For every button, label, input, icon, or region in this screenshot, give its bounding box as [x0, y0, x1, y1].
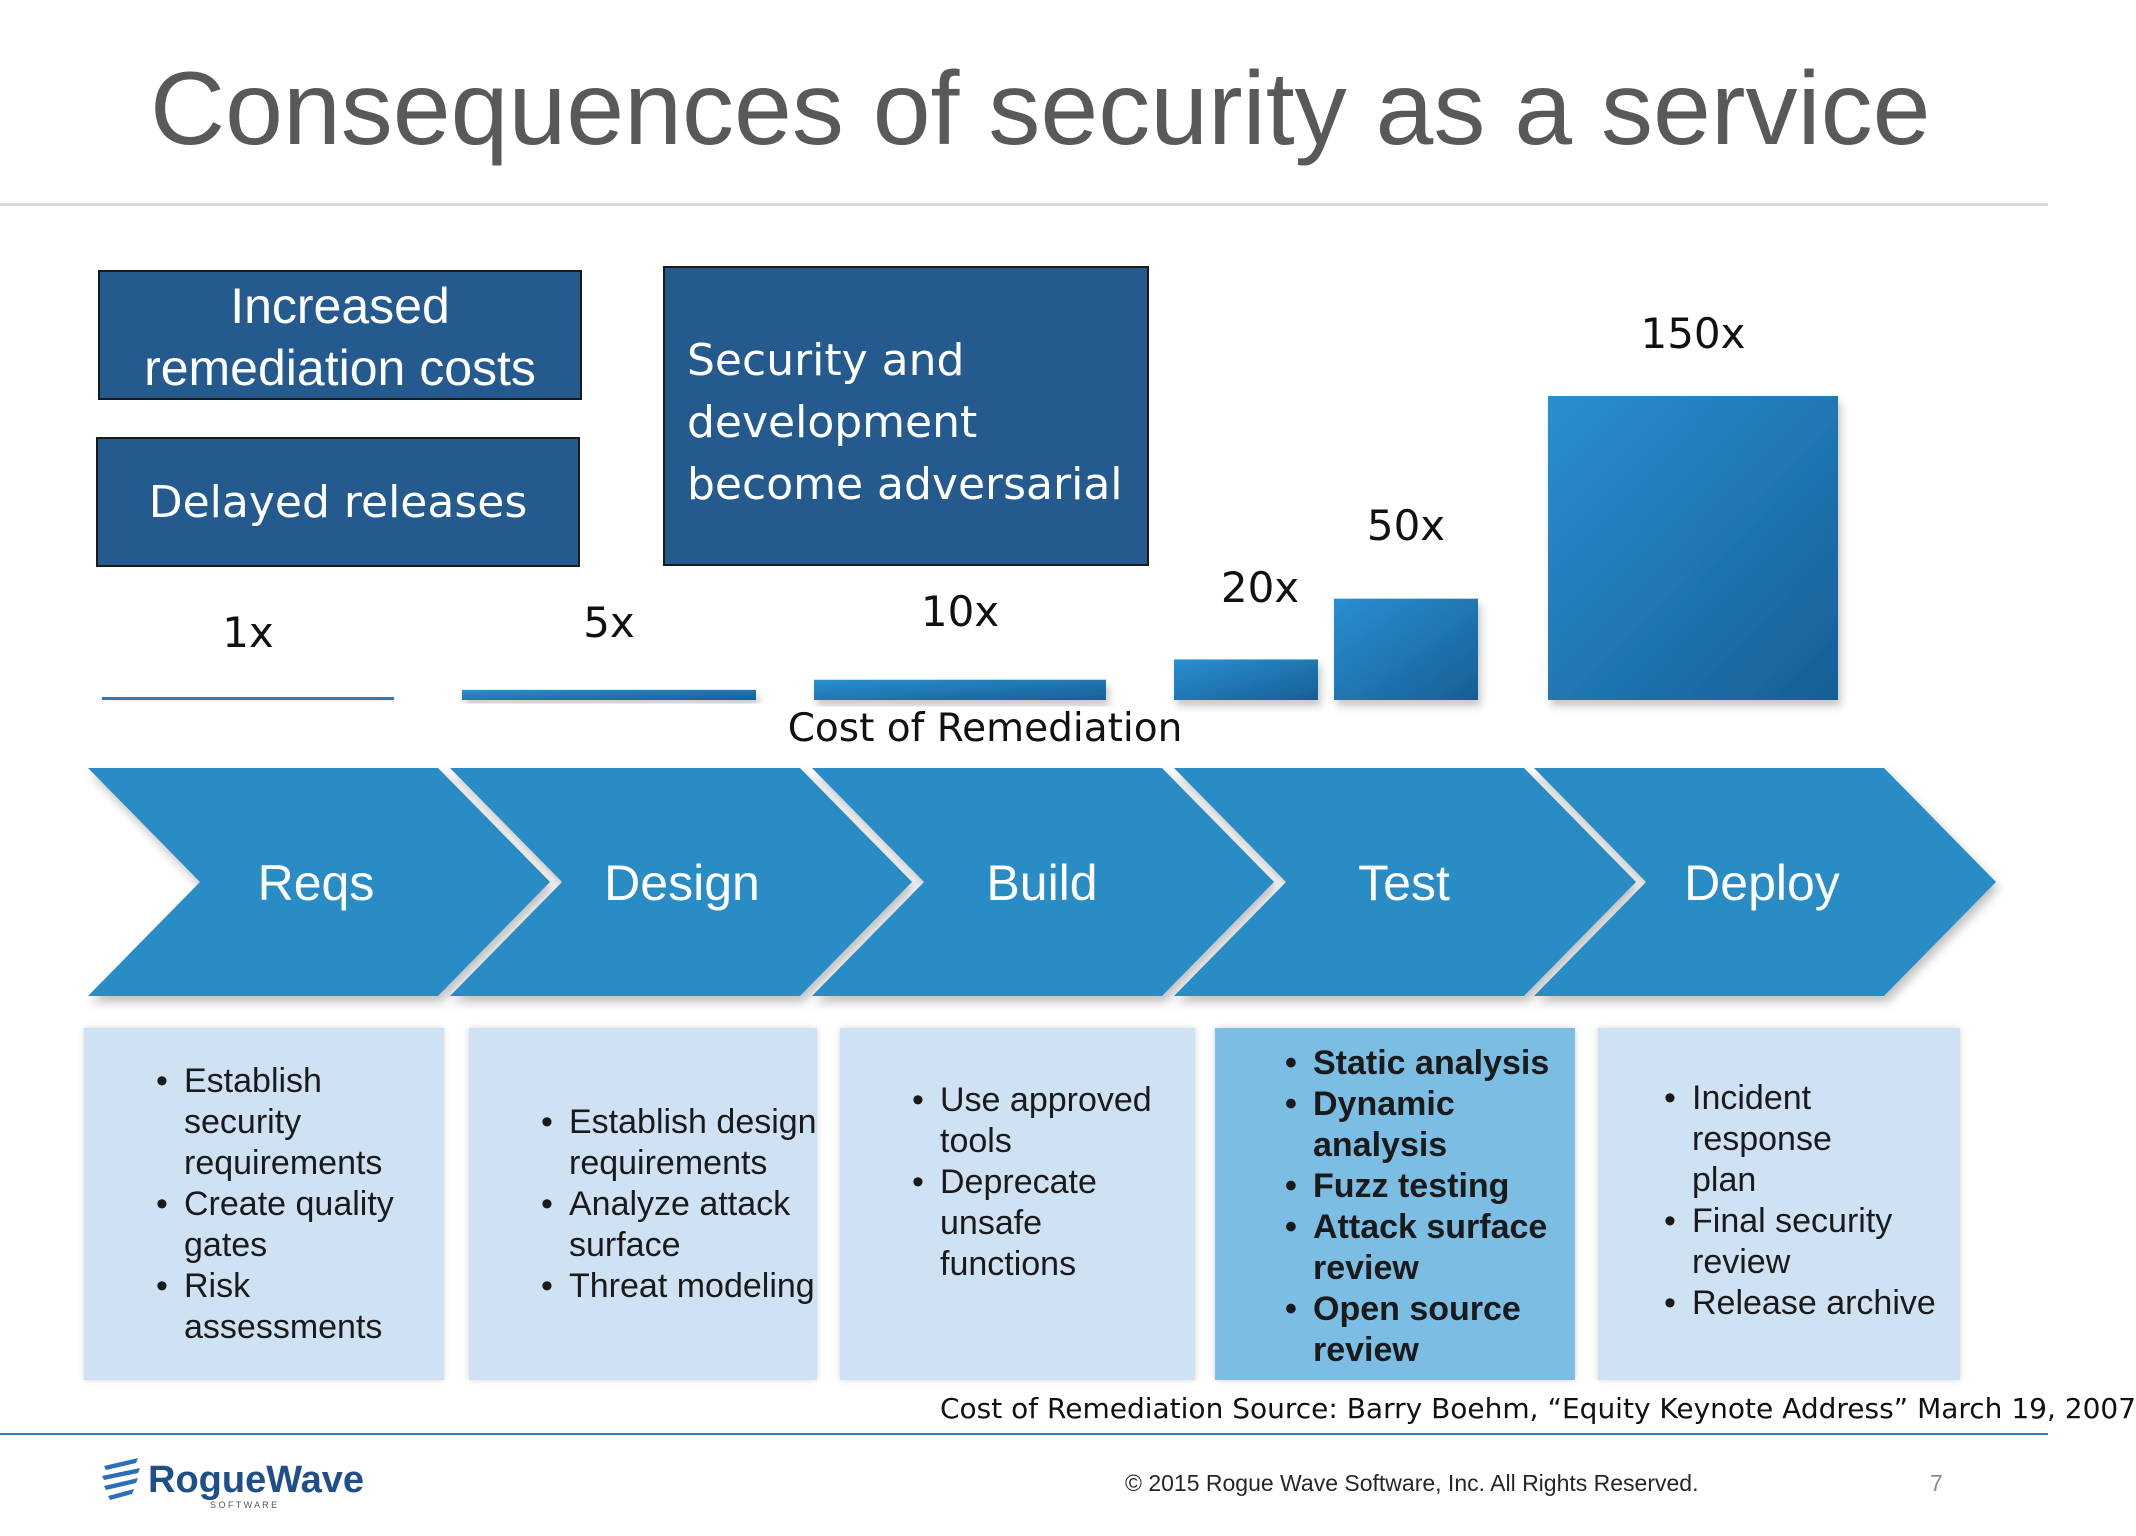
- chevron-label-test: Test: [1358, 855, 1450, 911]
- chevron-build: [812, 768, 1274, 996]
- chevron-label-reqs: Reqs: [258, 855, 375, 911]
- activity-text: Incident response: [1692, 1079, 1832, 1158]
- footer-divider: [0, 1433, 2048, 1435]
- roguewave-logo: RogueWave S O F T W A R E: [102, 1458, 364, 1510]
- activity-text: Release archive: [1692, 1284, 1936, 1322]
- chevron-deploy: [1534, 768, 1996, 996]
- activity-item: Fuzz testing: [1285, 1166, 1575, 1207]
- activity-box-build: Use approved tools Deprecate unsafefunct…: [840, 1028, 1195, 1380]
- activity-text: review: [1313, 1249, 1419, 1287]
- chevron-design: [450, 768, 912, 996]
- cost-bar-label: 1x: [222, 608, 274, 657]
- activity-item: Dynamic analysis: [1285, 1084, 1575, 1166]
- source-citation: Cost of Remediation Source: Barry Boehm,…: [940, 1392, 2136, 1425]
- chevron-label-design: Design: [604, 855, 760, 911]
- cost-bar-150x: [1548, 396, 1838, 700]
- cost-bar-label: 10x: [921, 587, 999, 636]
- activity-text: Analyze attack: [569, 1184, 791, 1223]
- activity-text: plan: [1692, 1161, 1757, 1199]
- cost-bar-1x: [102, 697, 394, 700]
- activity-text: Final security: [1692, 1202, 1893, 1240]
- callout-adversarial-line-2: development: [687, 397, 978, 448]
- page-title: Consequences of security as a service: [150, 51, 1931, 167]
- cost-bar-label: 20x: [1221, 563, 1299, 612]
- page-number: 7: [1930, 1470, 1943, 1496]
- activity-text: Deprecate unsafe: [940, 1163, 1097, 1242]
- activity-text: requirements: [184, 1143, 383, 1182]
- activity-text: review: [1692, 1243, 1791, 1281]
- activity-text: Open source: [1313, 1290, 1521, 1328]
- chart-xlabel: Cost of Remediation: [788, 706, 1183, 751]
- chevron-reqs: [88, 768, 550, 996]
- callout-costs-line-1: Increased: [230, 278, 450, 334]
- chevron-label-deploy: Deploy: [1684, 855, 1840, 911]
- activity-text: functions: [940, 1245, 1077, 1283]
- activity-text: Establish security: [184, 1061, 322, 1141]
- cost-bar-label: 150x: [1640, 309, 1745, 358]
- chevron-test: [1174, 768, 1636, 996]
- activity-item: Use approved tools: [912, 1080, 1195, 1162]
- activity-text: Fuzz testing: [1313, 1167, 1510, 1205]
- activity-item: Static analysis: [1285, 1043, 1575, 1084]
- activity-text: Risk assessments: [184, 1266, 383, 1346]
- activity-text: surface: [569, 1225, 681, 1264]
- activity-item: Risk assessments: [156, 1266, 444, 1348]
- activity-text: review: [1313, 1331, 1419, 1369]
- wave-icon: [102, 1458, 140, 1500]
- callout-adversarial-line-3: become adversarial: [687, 459, 1123, 510]
- cost-bar-10x: [814, 679, 1106, 700]
- cost-bar-5x: [462, 689, 756, 700]
- activity-text: Static analysis: [1313, 1044, 1550, 1082]
- callout-delayed-releases: Delayed releases: [96, 437, 580, 567]
- activity-item: Threat modeling: [541, 1266, 817, 1307]
- cost-bar-20x: [1174, 659, 1318, 700]
- activity-text: Create quality: [184, 1184, 394, 1223]
- chevron-label-build: Build: [986, 855, 1097, 911]
- activity-text: Dynamic analysis: [1313, 1085, 1455, 1164]
- callout-adversarial-line-1: Security and: [687, 335, 965, 386]
- cost-bar-label: 5x: [583, 598, 635, 647]
- logo-wordmark: RogueWave: [148, 1459, 364, 1501]
- activity-text: Establish design: [569, 1102, 817, 1141]
- title-divider: [0, 203, 2048, 206]
- activity-item: Release archive: [1664, 1283, 1960, 1324]
- cost-bar-label: 50x: [1367, 501, 1445, 550]
- activity-box-test: Static analysis Dynamic analysis Fuzz te…: [1215, 1028, 1575, 1380]
- logo-subtext: S O F T W A R E: [210, 1500, 277, 1510]
- activity-text: gates: [184, 1225, 268, 1264]
- activity-text: requirements: [569, 1143, 768, 1182]
- cost-bar-50x: [1334, 598, 1478, 700]
- copyright-notice: © 2015 Rogue Wave Software, Inc. All Rig…: [1125, 1470, 1699, 1496]
- activity-list-test: Static analysis Dynamic analysis Fuzz te…: [1273, 1043, 1575, 1371]
- callout-adversarial: Security and development become adversar…: [663, 266, 1149, 566]
- callout-costs-line-2: remediation costs: [144, 340, 536, 396]
- phase-chevrons: Reqs Design Build Test Deploy: [88, 768, 1996, 996]
- activity-text: Threat modeling: [569, 1266, 815, 1305]
- callout-increased-remediation-costs: Increased remediation costs: [98, 270, 582, 400]
- activity-text: Attack surface: [1313, 1208, 1548, 1246]
- callout-delayed-text: Delayed releases: [148, 476, 528, 528]
- activity-text: Use approved tools: [940, 1081, 1152, 1160]
- activity-list-build: Use approved tools Deprecate unsafefunct…: [900, 1080, 1195, 1285]
